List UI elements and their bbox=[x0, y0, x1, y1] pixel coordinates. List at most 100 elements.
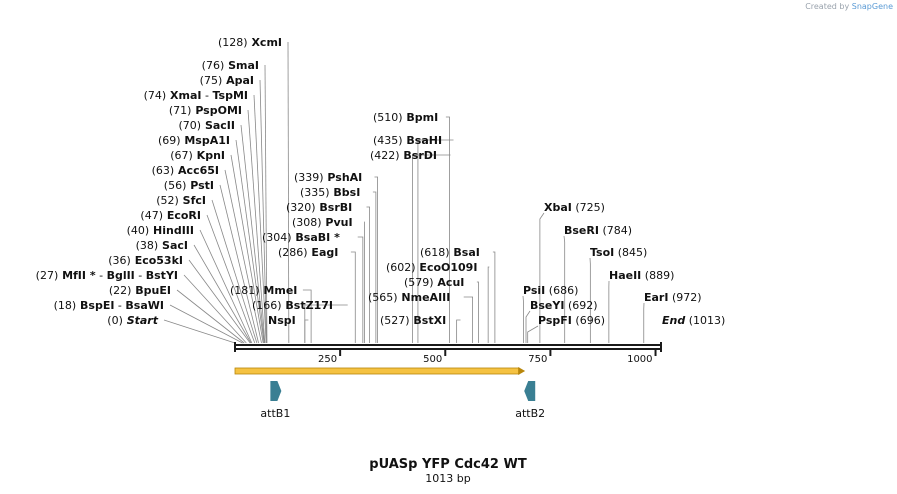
enzyme-name: BseRI bbox=[564, 224, 599, 237]
map-title: pUASp YFP Cdc42 WT bbox=[369, 457, 527, 472]
enzyme-name: BpmI bbox=[403, 111, 439, 124]
site-leader-line bbox=[350, 251, 356, 343]
enzyme-name: SmaI bbox=[224, 59, 259, 72]
att-site-marker bbox=[524, 381, 536, 401]
enzyme-name: BstYI bbox=[146, 269, 178, 282]
site-leader-line bbox=[235, 139, 265, 344]
site-leader-line bbox=[188, 259, 251, 344]
enzyme-label: (286) EagI bbox=[278, 246, 338, 259]
enzyme-label: HaeII (889) bbox=[609, 269, 674, 282]
site-leader-line bbox=[563, 235, 566, 343]
enzyme-name: Eco53kI bbox=[131, 254, 183, 267]
att-site-marker bbox=[270, 381, 282, 401]
enzyme-label: (335) BbsI bbox=[300, 186, 360, 199]
enzyme-label: (38) SacI bbox=[136, 239, 188, 252]
snapgene-credit: Created by SnapGene bbox=[805, 2, 893, 11]
enzyme-label: (70) SacII bbox=[179, 119, 235, 132]
enzyme-name: MfII * bbox=[58, 269, 96, 282]
enzyme-name: EcoO109I bbox=[416, 261, 478, 274]
enzyme-position: (22) bbox=[109, 284, 132, 297]
enzyme-position: (75) bbox=[200, 74, 223, 87]
enzyme-name: BsrDI bbox=[400, 149, 437, 162]
enzyme-position: (686) bbox=[545, 284, 578, 297]
site-leader-line bbox=[445, 116, 450, 343]
enzyme-label: NspI bbox=[268, 314, 296, 327]
site-leader-line bbox=[193, 244, 252, 344]
enzyme-position: (527) bbox=[380, 314, 410, 327]
enzyme-label: BseRI (784) bbox=[564, 224, 632, 237]
enzyme-name: BsaI bbox=[450, 246, 480, 259]
enzyme-label: (128) XcmI bbox=[218, 36, 282, 49]
site-leader-line bbox=[240, 124, 265, 344]
enzyme-label: (36) Eco53kI bbox=[108, 254, 183, 267]
enzyme-separator: - bbox=[135, 269, 146, 282]
enzyme-position: (38) bbox=[136, 239, 159, 252]
site-leader-line bbox=[463, 296, 474, 343]
enzyme-name: XcmI bbox=[248, 36, 282, 49]
enzyme-name: PspOMI bbox=[191, 104, 242, 117]
enzyme-name: Start bbox=[123, 314, 159, 327]
enzyme-separator: - bbox=[96, 269, 107, 282]
enzyme-separator: - bbox=[114, 299, 125, 312]
enzyme-label: (40) HindIII bbox=[127, 224, 194, 237]
site-leader-line bbox=[253, 94, 267, 344]
enzyme-name: SacI bbox=[158, 239, 188, 252]
enzyme-label: (565) NmeAIII bbox=[368, 291, 450, 304]
enzyme-label: (18) BspEI - BsaWI bbox=[54, 299, 164, 312]
site-leader-line bbox=[302, 289, 312, 343]
enzyme-label: (52) SfcI bbox=[156, 194, 206, 207]
site-leader-line bbox=[417, 139, 454, 343]
enzyme-name: End bbox=[662, 314, 685, 327]
enzyme-name: Acc65I bbox=[174, 164, 219, 177]
enzyme-position: (74) bbox=[144, 89, 167, 102]
enzyme-position: (0) bbox=[107, 314, 123, 327]
enzyme-position: (181) bbox=[230, 284, 260, 297]
enzyme-label: (320) BsrBI bbox=[286, 201, 352, 214]
site-leader-line bbox=[224, 169, 262, 344]
orf-arrow-head bbox=[518, 367, 526, 375]
enzyme-name: BsaWI bbox=[125, 299, 164, 312]
enzyme-position: (692) bbox=[564, 299, 597, 312]
enzyme-label: EarI (972) bbox=[644, 291, 702, 304]
site-leader-line bbox=[304, 319, 309, 343]
enzyme-name: BglII bbox=[107, 269, 135, 282]
enzyme-name: TsoI bbox=[590, 246, 614, 259]
enzyme-position: (696) bbox=[572, 314, 605, 327]
enzyme-name: PspFI bbox=[538, 314, 572, 327]
enzyme-label: (304) BsaBI * bbox=[262, 231, 340, 244]
site-leader-line bbox=[492, 251, 496, 343]
enzyme-label: (22) BpuEI bbox=[109, 284, 171, 297]
enzyme-position: (725) bbox=[572, 201, 605, 214]
enzyme-label: (579) AcuI bbox=[404, 276, 464, 289]
enzyme-label: (69) MspA1I bbox=[158, 134, 230, 147]
enzyme-label: (422) BsrDI bbox=[370, 149, 437, 162]
enzyme-position: (845) bbox=[614, 246, 647, 259]
site-leader-line bbox=[176, 289, 245, 344]
enzyme-label: (339) PshAI bbox=[294, 171, 362, 184]
site-leader-line bbox=[456, 319, 461, 343]
enzyme-name: BseYI bbox=[530, 299, 564, 312]
enzyme-name: PstI bbox=[186, 179, 214, 192]
orf-arrow-body bbox=[234, 367, 520, 375]
ruler-tick-label: 500 bbox=[423, 354, 442, 365]
enzyme-position: (27) bbox=[36, 269, 59, 282]
enzyme-position: (286) bbox=[278, 246, 308, 259]
enzyme-label: (76) SmaI bbox=[202, 59, 259, 72]
enzyme-position: (18) bbox=[54, 299, 77, 312]
enzyme-position: (972) bbox=[668, 291, 701, 304]
enzyme-name: EagI bbox=[308, 246, 339, 259]
enzyme-label: XbaI (725) bbox=[544, 201, 605, 214]
site-leader-line bbox=[374, 176, 378, 343]
enzyme-name: HaeII bbox=[609, 269, 641, 282]
site-leader-line bbox=[163, 319, 236, 344]
enzyme-name: MspA1I bbox=[181, 134, 230, 147]
site-leader-line bbox=[247, 109, 266, 344]
enzyme-position: (320) bbox=[286, 201, 316, 214]
site-leader-line bbox=[527, 325, 539, 343]
enzyme-name: PvuI bbox=[322, 216, 353, 229]
enzyme-position: (47) bbox=[140, 209, 163, 222]
enzyme-position: (602) bbox=[386, 261, 416, 274]
enzyme-label: (74) XmaI - TspMI bbox=[144, 89, 248, 102]
enzyme-name: KpnI bbox=[193, 149, 225, 162]
